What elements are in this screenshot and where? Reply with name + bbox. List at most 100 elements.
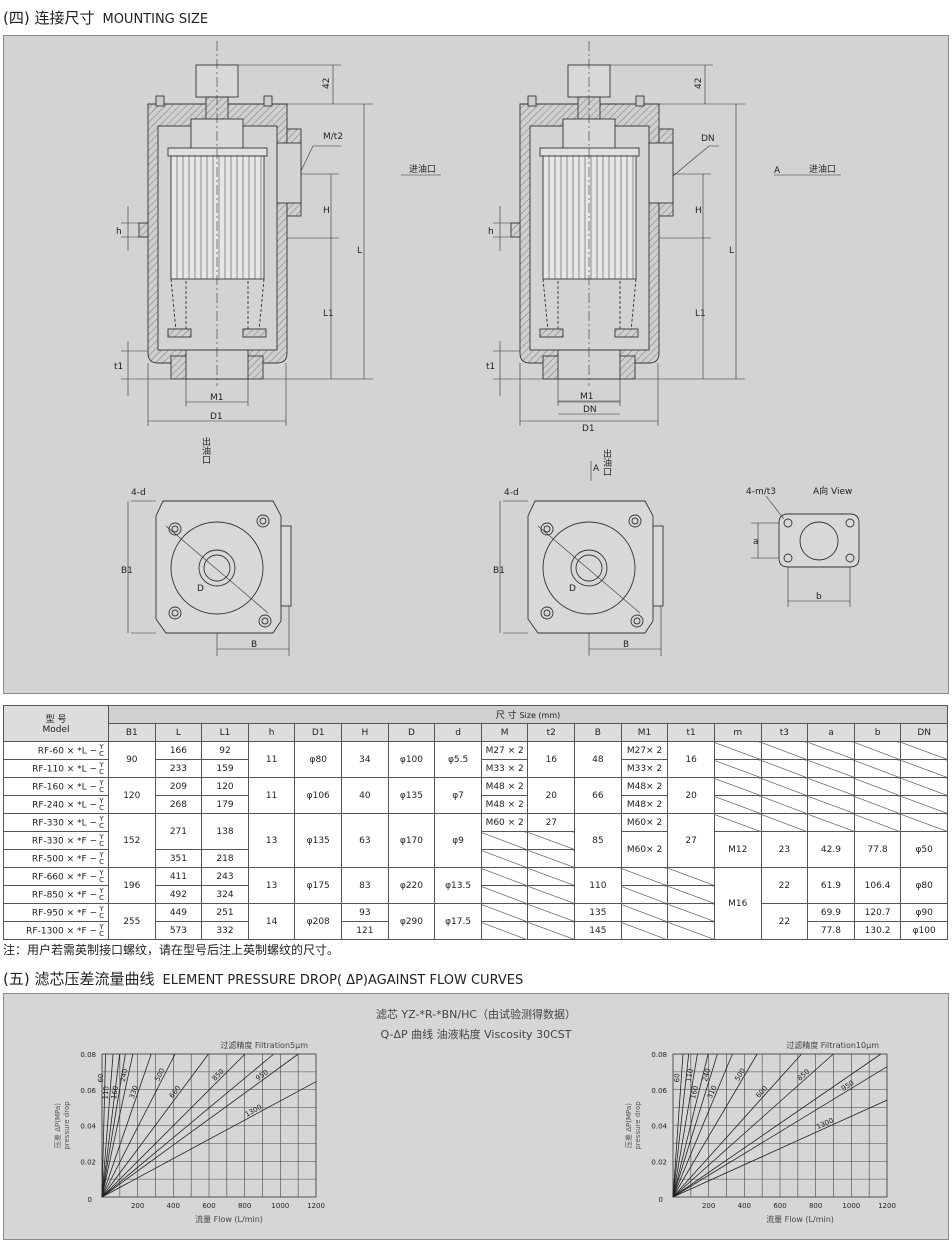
table-cell: 332 (201, 921, 249, 940)
empty-cell (480, 885, 529, 904)
mounting-drawing-panel: 42 42 M/t2 DN 进油口 进油口 A H H L L L1 L1 h … (3, 35, 949, 694)
suffix-c: C (99, 893, 104, 902)
series-line-850 (672, 1053, 834, 1198)
table-cell: 271 (154, 813, 203, 850)
empty-cell (527, 921, 576, 940)
empty-cell (620, 903, 669, 922)
empty-cell (527, 831, 576, 850)
column-header-t1: t1 (667, 723, 715, 742)
model-name: RF-60 × *L − (37, 746, 98, 756)
label-dim-a: a (753, 537, 759, 547)
suffix-y: Y (99, 868, 104, 877)
table-cell: 573 (154, 921, 203, 940)
x-axis-label: 流量 Flow (L/min) (766, 1214, 834, 1224)
x-tick-label: 400 (167, 1202, 180, 1210)
table-cell: 66 (574, 777, 622, 814)
label-4-d-right: 4-d (504, 488, 519, 498)
table-cell: 13 (247, 813, 296, 868)
table-cell: 93 (341, 903, 389, 922)
label-l1-right: L1 (695, 309, 706, 319)
empty-cell (760, 777, 809, 796)
table-cell: φ208 (294, 903, 343, 940)
table-cell: M27 × 2 (480, 741, 529, 760)
column-header-b1: B1 (108, 723, 156, 742)
series-label: 110 (102, 1086, 111, 1100)
y-tick-label: 0.02 (651, 1158, 667, 1166)
column-header-d1: D1 (294, 723, 343, 742)
empty-cell (900, 777, 948, 796)
table-cell: 69.9 (807, 903, 855, 922)
label-dn: DN (701, 134, 715, 144)
table-cell: 61.9 (807, 867, 855, 904)
x-tick-label: 400 (738, 1202, 751, 1210)
outlet-label-left: 出油口 (200, 436, 211, 464)
series-label: 850 (796, 1068, 811, 1083)
empty-cell (620, 867, 669, 886)
suffix-y: Y (99, 850, 104, 859)
label-d1-right: D1 (582, 424, 595, 434)
table-cell: 63 (341, 813, 389, 868)
table-cell: 120.7 (853, 903, 902, 922)
table-cell: 135 (574, 903, 622, 922)
x-tick-label: 1200 (878, 1202, 896, 1210)
label-l-left: L (357, 246, 362, 256)
table-cell: 255 (108, 903, 156, 940)
table-cell: 233 (154, 759, 203, 778)
empty-cell (527, 849, 576, 868)
model-name: RF-500 × *F − (31, 854, 98, 864)
model-name: RF-1300 × *F − (26, 926, 98, 936)
column-header-d: d (434, 723, 482, 742)
label-a-bottom: A (593, 464, 600, 474)
empty-cell (853, 759, 902, 778)
column-header-m: m (713, 723, 762, 742)
footnote: 注：用户若需英制接口螺纹，请在型号后注上英制螺纹的尺寸。 (3, 943, 340, 957)
suffix-y: Y (99, 778, 104, 787)
table-cell: 159 (201, 759, 249, 778)
empty-cell (807, 777, 855, 796)
empty-cell (713, 741, 762, 760)
empty-cell (713, 795, 762, 814)
series-line-850 (101, 1053, 246, 1198)
suffix-c: C (99, 857, 104, 866)
table-cell: 138 (201, 813, 249, 850)
empty-cell (900, 813, 948, 832)
series-label: 240 (701, 1067, 713, 1082)
label-h-left: H (323, 206, 330, 216)
y-tick-label: 0.08 (651, 1051, 667, 1059)
table-cell: 23 (760, 831, 809, 868)
table-cell: φ17.5 (434, 903, 482, 940)
table-cell: 110 (574, 867, 622, 904)
column-header-m: M (480, 723, 529, 742)
series-line-660 (101, 1053, 209, 1198)
table-cell: 92 (201, 741, 249, 760)
suffix-c: C (99, 767, 104, 776)
x-tick-label: 1200 (307, 1202, 325, 1210)
column-header-l: L (154, 723, 203, 742)
model-name: RF-330 × *F − (31, 836, 98, 846)
series-label: 160 (110, 1085, 120, 1099)
column-header-t2: t2 (527, 723, 576, 742)
table-cell: 251 (201, 903, 249, 922)
table-cell: φ13.5 (434, 867, 482, 904)
empty-cell (900, 741, 948, 760)
title-en: ELEMENT PRESSURE DROP( ΔP)AGAINST FLOW C… (162, 973, 524, 988)
x-tick-label: 1000 (271, 1202, 289, 1210)
table-cell: 90 (108, 741, 156, 778)
empty-cell (713, 759, 762, 778)
table-cell: 83 (341, 867, 389, 904)
y-tick-label: 0.08 (80, 1051, 96, 1059)
table-cell: M27× 2 (620, 741, 669, 760)
chart-header-line1: 滤芯 YZ-*R-*BN/HC（由试验测得数据） (375, 1008, 577, 1021)
table-cell: φ100 (387, 741, 436, 778)
suffix-c: C (99, 749, 104, 758)
